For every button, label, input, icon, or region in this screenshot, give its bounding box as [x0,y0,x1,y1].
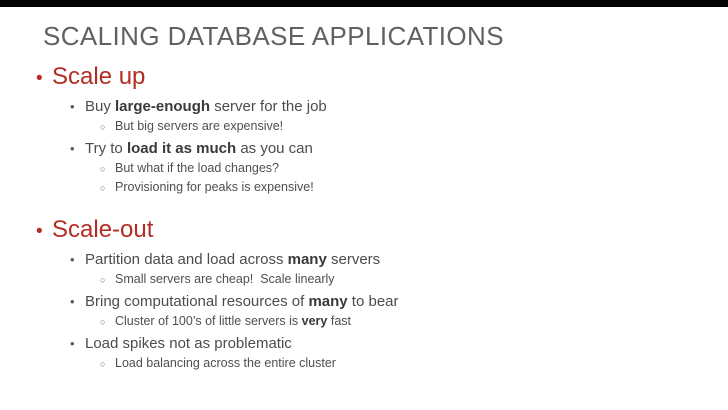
bullet-icon: • [70,99,75,114]
sub-list-item: ○ Cluster of 100’s of little servers is … [36,313,720,331]
text-run: server for the job [210,98,327,115]
list-item-text: Load spikes not as problematic [85,334,292,354]
slide-title: SCALING DATABASE APPLICATIONS [43,21,504,51]
list-item: • Partition data and load across many se… [36,250,720,270]
list-item-text: Bring computational resources of many to… [85,292,399,312]
list-item-text: Try to load it as much as you can [85,139,313,159]
list-item: • Try to load it as much as you can [36,139,720,159]
sub-list-item-text: Provisioning for peaks is expensive! [115,179,314,196]
text-run: Partition data and load across [85,251,288,268]
bullet-icon: • [70,336,75,351]
list-item-text: Partition data and load across many serv… [85,250,380,270]
list-item: • Buy large-enough server for the job [36,97,720,117]
section-heading-scale-up: • Scale up [36,62,720,94]
text-run: Load balancing across the entire cluster [115,356,336,370]
sub-list-item-text: But big servers are expensive! [115,118,283,135]
circle-bullet-icon: ○ [100,164,106,174]
circle-bullet-icon: ○ [100,275,106,285]
circle-bullet-icon: ○ [100,122,106,132]
sub-list-item-text: Load balancing across the entire cluster [115,355,336,372]
text-run: But what if the load changes? [115,161,280,175]
text-run: Load spikes not as problematic [85,335,292,352]
circle-bullet-icon: ○ [100,317,106,327]
bullet-icon: • [70,252,75,267]
text-run: servers [326,251,381,268]
text-run-bold: load it as much [126,140,237,157]
section-heading-text: Scale-out [52,216,154,243]
list-item-text: Buy large-enough server for the job [85,97,327,117]
text-run: fast [327,314,352,328]
text-run: Try to [85,140,127,157]
section-heading-scale-out: • Scale-out [36,215,720,247]
sub-list-item: ○ But big servers are expensive! [36,118,720,136]
list-item: • Load spikes not as problematic [36,334,720,354]
bullet-icon: • [36,221,43,242]
circle-bullet-icon: ○ [100,183,106,193]
text-run: Buy [85,98,116,115]
top-bar [0,0,728,7]
bullet-icon: • [70,141,75,156]
sub-list-item: ○ But what if the load changes? [36,160,720,178]
sub-list-item-text: But what if the load changes? [115,160,279,177]
circle-bullet-icon: ○ [100,359,106,369]
text-run: to bear [347,293,399,310]
text-run: Small servers are cheap! Scale linearly [115,272,335,286]
text-run: Provisioning for peaks is expensive! [115,180,314,194]
section-heading-text: Scale up [52,63,146,90]
text-run: Bring computational resources of [85,293,309,310]
text-run: as you can [236,140,313,157]
text-run-bold: very [301,314,328,328]
sub-list-item: ○ Small servers are cheap! Scale linearl… [36,271,720,289]
text-run-bold: many [287,251,327,268]
text-run-bold: many [308,293,348,310]
text-run: Cluster of 100’s of little servers is [115,314,302,328]
bullet-icon: • [70,294,75,309]
sub-list-item-text: Cluster of 100’s of little servers is ve… [115,313,351,330]
text-run: But big servers are expensive! [115,119,284,133]
sub-list-item: ○ Provisioning for peaks is expensive! [36,179,720,197]
sub-list-item-text: Small servers are cheap! Scale linearly [115,271,335,288]
bullet-icon: • [36,68,43,89]
text-run-bold: large-enough [115,98,211,115]
sub-list-item: ○ Load balancing across the entire clust… [36,355,720,373]
list-item: • Bring computational resources of many … [36,292,720,312]
slide-content: • Scale up • Buy large-enough server for… [36,62,720,373]
